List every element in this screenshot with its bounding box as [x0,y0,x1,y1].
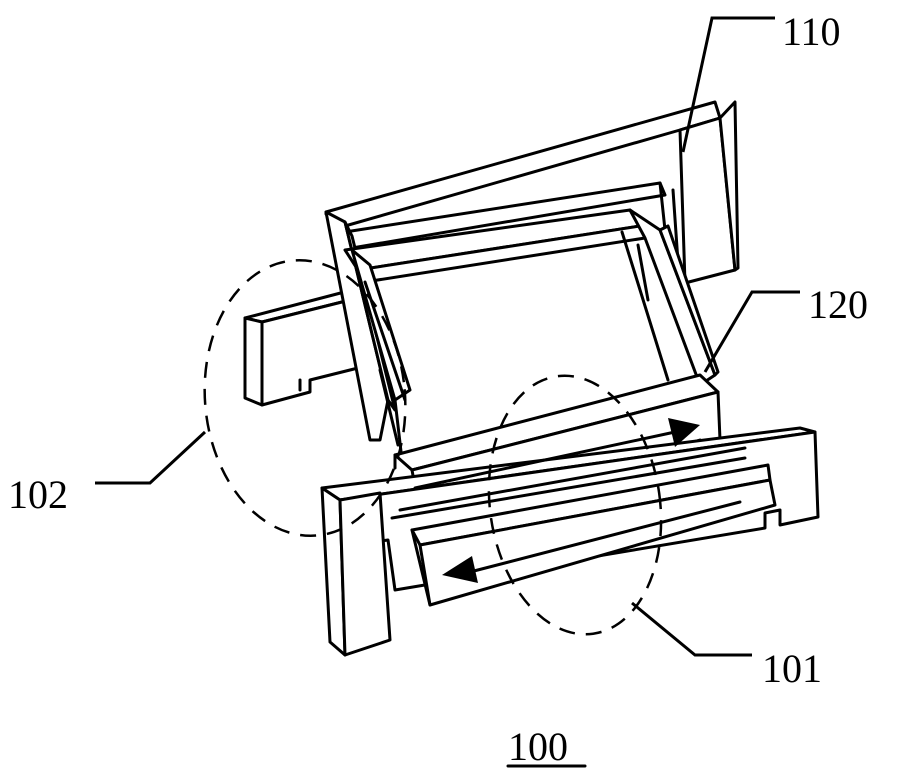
leader-120 [703,290,800,373]
slide-arrow-right [413,418,700,490]
label-101: 101 [762,646,822,691]
label-110: 110 [782,9,841,54]
label-102: 102 [8,472,68,517]
leader-110 [681,16,775,153]
region-102-dashed-ellipse [203,258,407,538]
label-120: 120 [808,282,868,327]
leader-102 [95,430,207,485]
leader-101 [631,601,752,657]
region-101-dashed-ellipse [487,374,663,636]
figure-number: 100 [508,724,568,769]
left-clip-arm [243,288,360,407]
slide-arrow-left [442,500,742,583]
component-110-frame [324,100,740,442]
